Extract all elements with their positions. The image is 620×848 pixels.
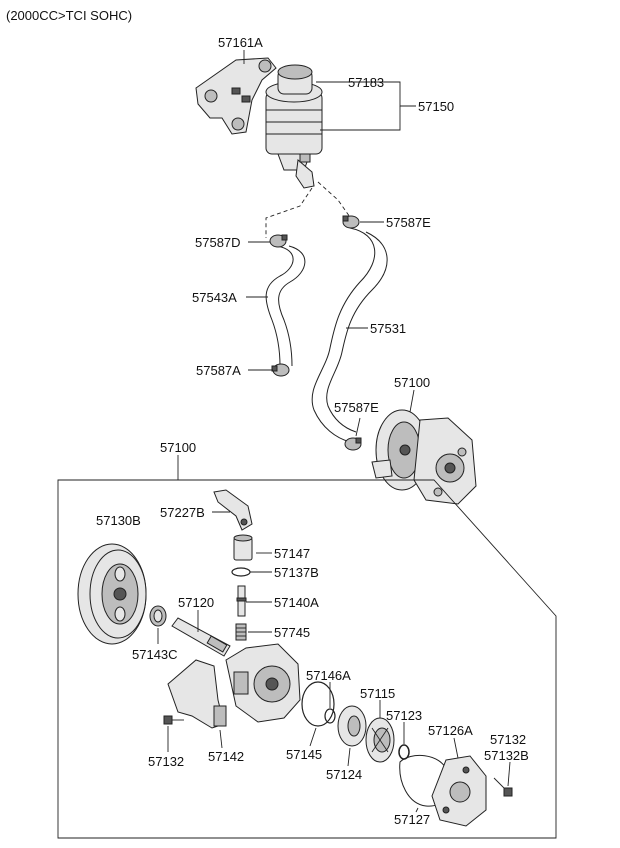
callout-57120: 57120 <box>178 595 214 610</box>
ring-57123 <box>398 744 410 760</box>
callout-57587e-top: 57587E <box>386 215 431 230</box>
detail-frame <box>57 479 557 839</box>
reservoir-outlet <box>295 153 315 189</box>
callout-57227b: 57227B <box>160 505 205 520</box>
callout-57145: 57145 <box>286 747 322 762</box>
reservoir-cap <box>277 64 313 95</box>
bracket-57142 <box>167 659 227 729</box>
oring-57146a <box>324 708 336 724</box>
spring-57745 <box>235 623 247 641</box>
callout-57126a: 57126A <box>428 723 473 738</box>
fitting-57147 <box>233 534 253 561</box>
leader-lines <box>157 50 511 813</box>
oring-57145 <box>301 681 335 727</box>
bracket-57227b <box>213 489 253 531</box>
callout-57531: 57531 <box>370 321 406 336</box>
rotor-57115 <box>365 717 395 763</box>
callout-57115: 57115 <box>360 686 395 701</box>
callout-57132b: 57132B <box>484 748 529 763</box>
cover-57126a <box>431 755 487 827</box>
hose-57531 <box>311 227 388 443</box>
callout-57143c: 57143C <box>132 647 178 662</box>
engine-note: (2000CC>TCI SOHC) <box>6 8 132 23</box>
pulley-57130b <box>77 543 147 645</box>
clamp-57587d <box>269 234 288 248</box>
callout-57124: 57124 <box>326 767 362 782</box>
callout-57140a: 57140A <box>274 595 319 610</box>
callout-57150: 57150 <box>418 99 454 114</box>
seal-57143c <box>149 605 167 627</box>
ring-57124 <box>337 705 367 747</box>
callout-57132-left: 57132 <box>148 754 184 769</box>
callout-57132-right: 57132 <box>490 732 526 747</box>
callout-57146a: 57146A <box>306 668 351 683</box>
bolt-57132-left <box>163 715 184 725</box>
clamp-57587e-low <box>344 437 362 451</box>
callout-57161a: 57161A <box>218 35 263 50</box>
callout-57745: 57745 <box>274 625 310 640</box>
shaft-57120 <box>171 617 231 657</box>
clamp-57587a <box>271 363 290 377</box>
clamp-57587e-top <box>342 215 360 229</box>
pump-assembly-small <box>371 409 477 505</box>
callout-57587e-low: 57587E <box>334 400 379 415</box>
callout-57130b: 57130B <box>96 513 141 528</box>
oring-57137b <box>231 567 251 577</box>
reservoir-tank <box>265 81 323 171</box>
callout-57587a: 57587A <box>196 363 241 378</box>
valve-57140a <box>236 585 247 617</box>
callout-57137b: 57137B <box>274 565 319 580</box>
callout-57127: 57127 <box>394 812 430 827</box>
callout-57147: 57147 <box>274 546 310 561</box>
assembly-label: 57100 <box>160 440 196 455</box>
callout-57587d: 57587D <box>195 235 241 250</box>
pump-body <box>225 643 301 723</box>
bolt-57132-right <box>493 777 513 797</box>
callout-57123: 57123 <box>386 708 422 723</box>
reservoir-bracket <box>195 57 277 135</box>
callout-57142: 57142 <box>208 749 244 764</box>
hose-57543a <box>265 245 306 367</box>
callout-57183: 57183 <box>348 75 384 90</box>
callout-57543a: 57543A <box>192 290 237 305</box>
callout-57100-pump: 57100 <box>394 375 430 390</box>
callout-labels: 57161A 57183 57150 57587E 57587D 57543A … <box>96 35 529 827</box>
